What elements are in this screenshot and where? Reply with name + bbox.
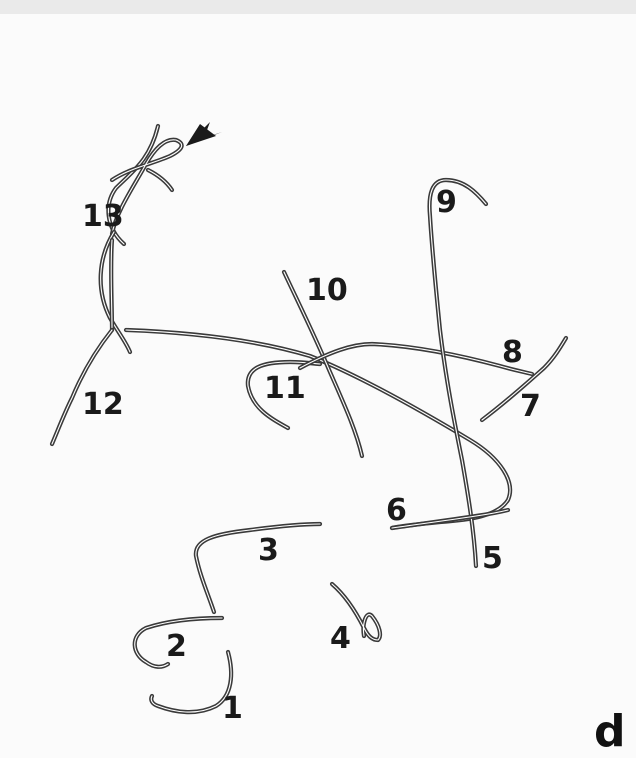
panel-label: d — [594, 706, 626, 757]
label-8: 8 — [502, 335, 523, 370]
strand-13-12-core — [101, 232, 130, 352]
strand-1-core — [151, 652, 231, 712]
label-3: 3 — [258, 533, 279, 568]
label-6: 6 — [386, 493, 407, 528]
label-12: 12 — [82, 387, 124, 422]
top-edge-shade — [0, 0, 636, 14]
label-11: 11 — [264, 371, 306, 406]
strand-9-core — [430, 180, 486, 566]
strand-6 — [392, 510, 508, 528]
label-2: 2 — [166, 629, 187, 664]
strand-8-core — [300, 344, 532, 374]
label-13: 13 — [82, 199, 124, 234]
strand-1 — [151, 652, 231, 712]
strand-9-outline — [430, 180, 486, 566]
label-7: 7 — [520, 389, 541, 424]
label-1: 1 — [222, 691, 243, 726]
strand-13c — [148, 170, 172, 190]
strands-group — [52, 126, 566, 712]
arrow-icon — [186, 122, 222, 146]
strand-13-down — [111, 240, 112, 330]
strand-8 — [300, 344, 532, 374]
label-10: 10 — [306, 273, 348, 308]
label-9: 9 — [436, 185, 457, 220]
strand-9 — [430, 180, 486, 566]
strand-13c-outline — [148, 170, 172, 190]
strand-13-12 — [101, 232, 130, 352]
label-5: 5 — [482, 541, 503, 576]
label-4: 4 — [330, 621, 351, 656]
